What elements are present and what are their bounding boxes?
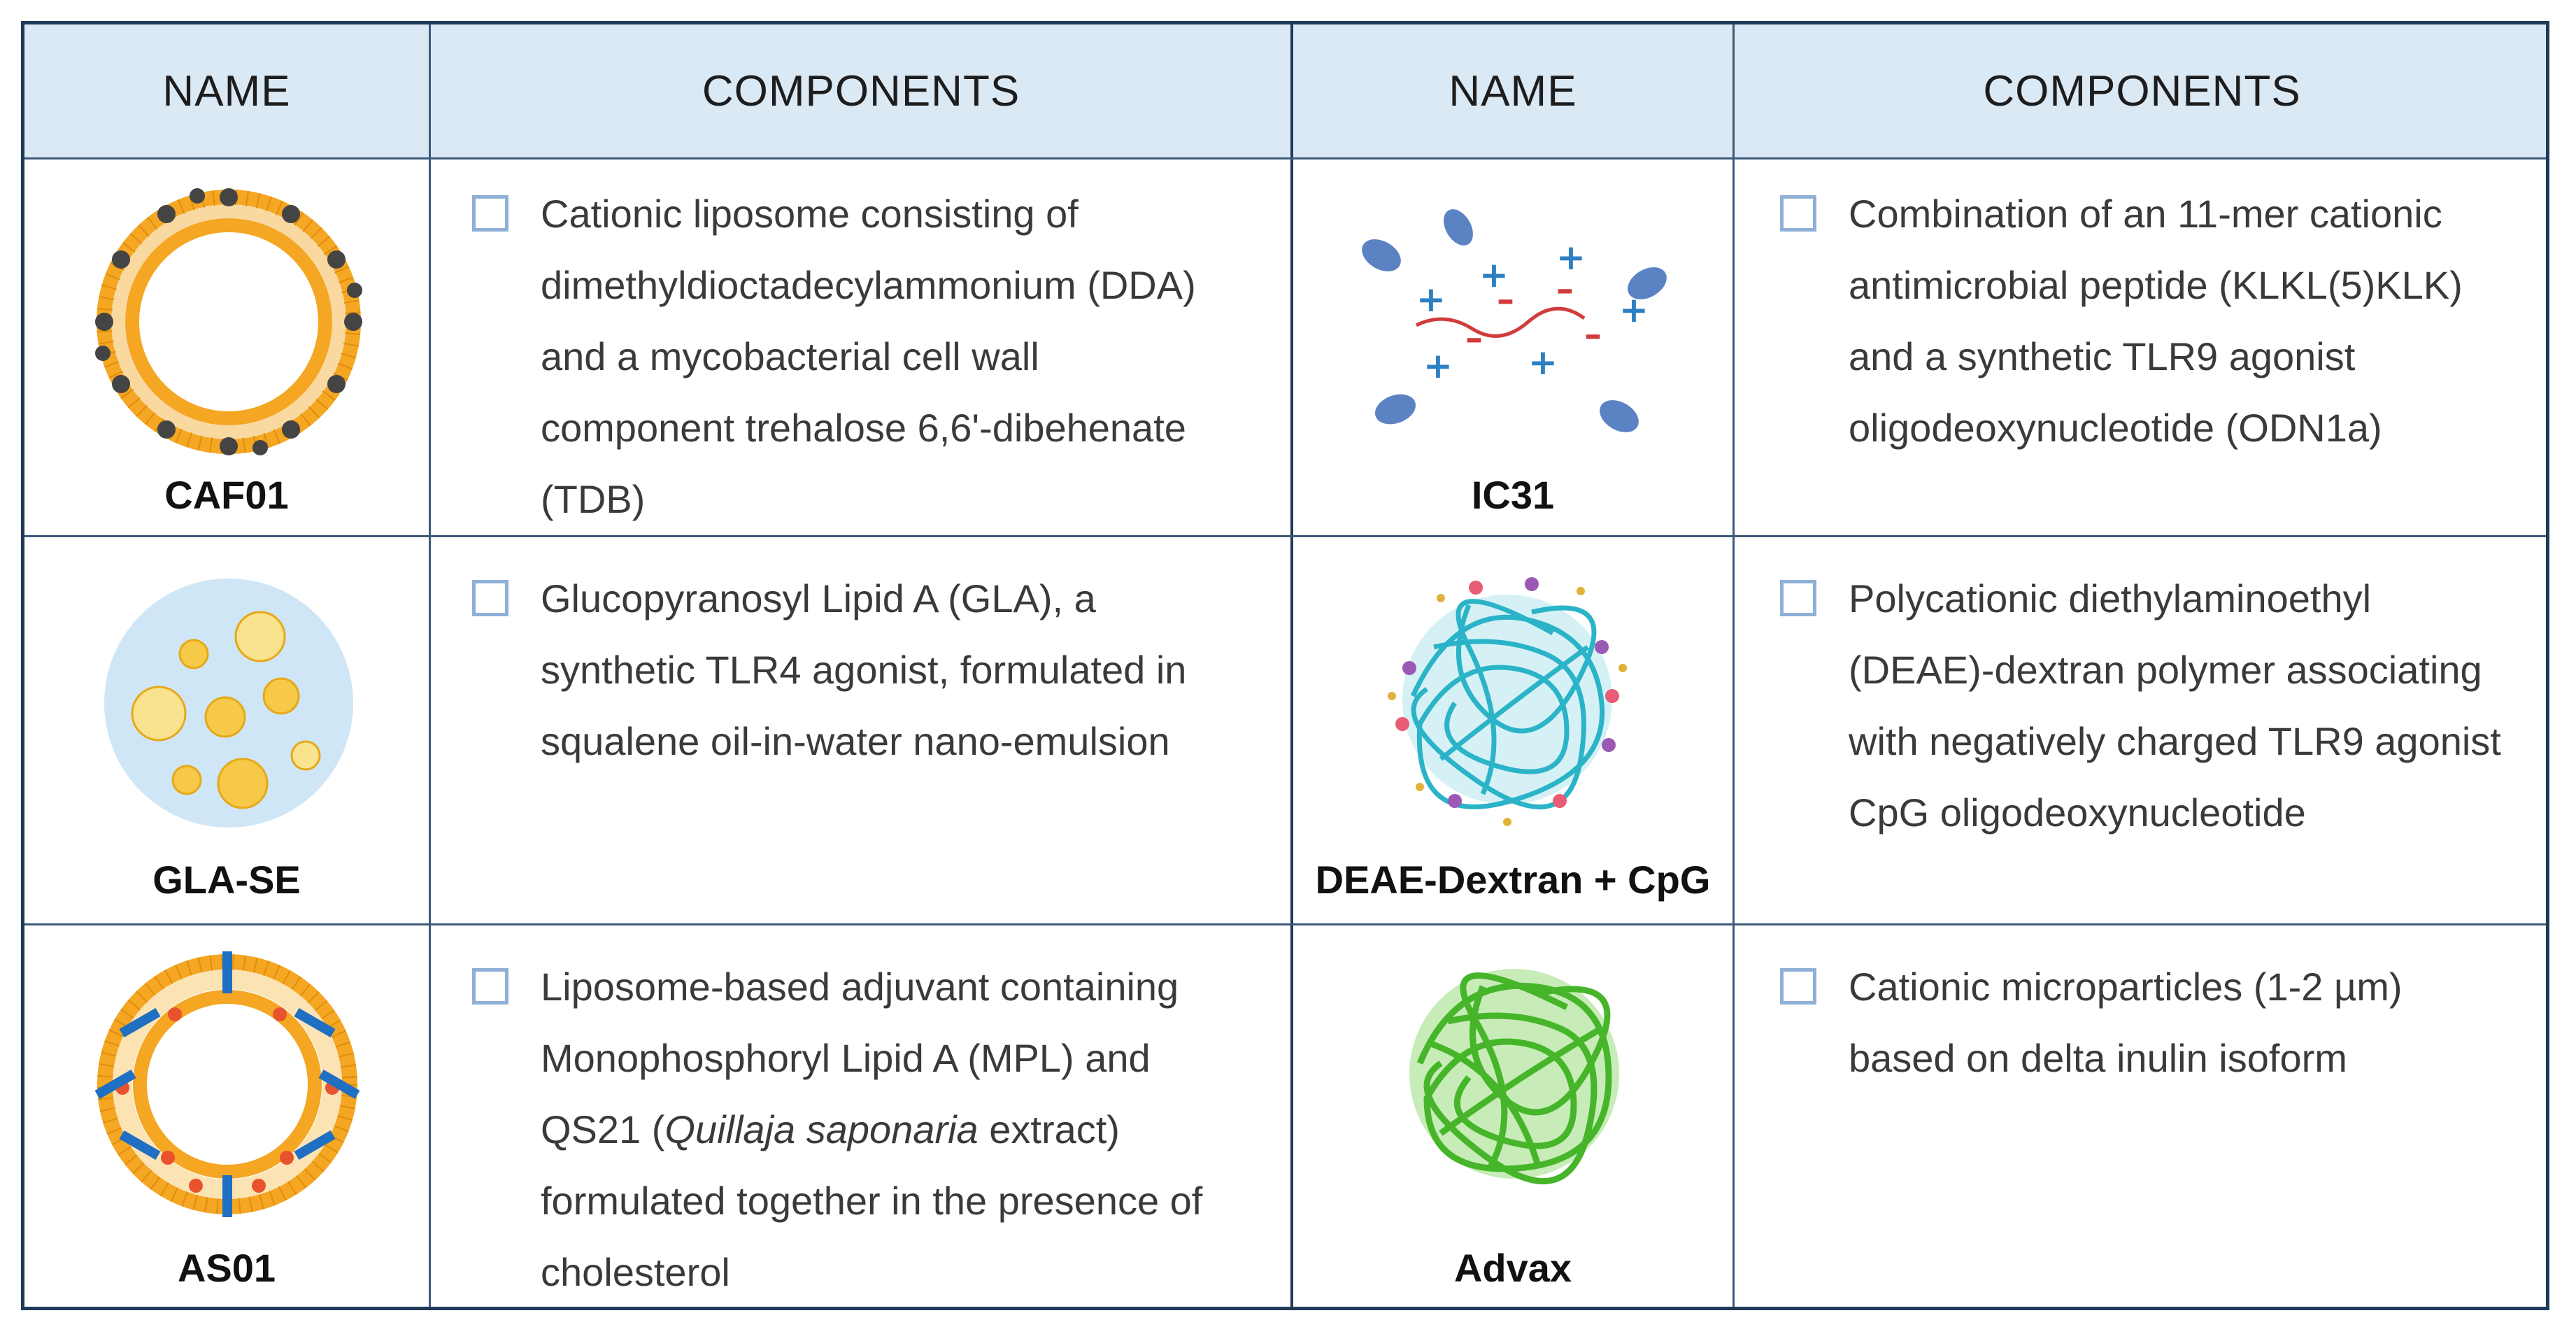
header-components-right: COMPONENTS (1983, 66, 2301, 115)
row-divider (24, 157, 2546, 159)
description-line: formulated together in the presence of (541, 1179, 1203, 1223)
ic31-peptide-icon: +++ +++ –––– (1362, 209, 1667, 432)
adjuvant-name-as01: AS01 (177, 1246, 276, 1290)
description-line: Glucopyranosyl Lipid A (GLA), a (541, 576, 1096, 620)
deae-dextran-icon (1388, 577, 1627, 826)
row-divider (24, 535, 2546, 537)
description-line: (DEAE)-dextran polymer associating (1849, 648, 2482, 692)
checkbox[interactable] (472, 968, 508, 1005)
description-line: cholesterol (541, 1250, 730, 1294)
deae-dextran-description: Polycationic diethylaminoethyl (DEAE)-de… (1780, 563, 2501, 849)
checkbox[interactable] (472, 580, 508, 616)
svg-text:+: + (1556, 237, 1586, 278)
species-name: Quillaja saponaria (664, 1107, 979, 1151)
column-divider (429, 24, 431, 1307)
description-line: Liposome-based adjuvant containing (541, 965, 1179, 1009)
row-divider (24, 923, 2546, 925)
description-line: Cationic microparticles (1-2 µm) (1849, 965, 2403, 1009)
description-line: QS21 (Quillaja saponaria extract) (541, 1094, 1202, 1165)
column-divider (1732, 24, 1735, 1307)
svg-text:–: – (1556, 269, 1574, 309)
caf01-description: Cationic liposome consisting of dimethyl… (472, 178, 1196, 535)
checkbox[interactable] (1780, 195, 1816, 232)
description-line: with negatively charged TLR9 agonist (1849, 719, 2501, 763)
description-line: and a mycobacterial cell wall (541, 334, 1039, 378)
adjuvant-name-gla-se: GLA-SE (152, 858, 301, 902)
svg-text:–: – (1584, 314, 1602, 355)
checkbox[interactable] (1780, 968, 1816, 1005)
adjuvant-name-deae-dextran-cpg: DEAE-Dextran + CpG (1315, 858, 1711, 902)
description-line: Polycationic diethylaminoethyl (1849, 576, 2372, 620)
description-line: Cationic liposome consisting of (541, 192, 1079, 236)
description-line: and a synthetic TLR9 agonist (1849, 334, 2356, 378)
svg-text:+: + (1528, 342, 1558, 383)
header-name-left: NAME (162, 66, 291, 115)
description-fragment: QS21 ( (541, 1107, 665, 1151)
description-line: synthetic TLR4 agonist, formulated in (541, 648, 1187, 692)
svg-text:+: + (1416, 279, 1446, 320)
svg-text:+: + (1619, 290, 1649, 330)
advax-description: Cationic microparticles (1-2 µm) based o… (1780, 951, 2403, 1094)
adjuvant-name-advax: Advax (1453, 1246, 1572, 1290)
description-line: CpG oligodeoxynucleotide (1849, 790, 2306, 835)
gla-se-emulsion-icon (104, 579, 353, 828)
header-name-right: NAME (1449, 66, 1577, 115)
description-line: oligodeoxynucleotide (ODN1a) (1849, 406, 2382, 450)
adjuvant-name-ic31: IC31 (1471, 473, 1555, 517)
checkbox[interactable] (472, 195, 508, 232)
svg-text:–: – (1465, 318, 1483, 358)
svg-text:+: + (1479, 255, 1509, 295)
center-divider (1290, 24, 1293, 1307)
description-line: Combination of an 11-mer cationic (1849, 192, 2442, 236)
gla-se-description: Glucopyranosyl Lipid A (GLA), a syntheti… (472, 563, 1186, 777)
header-components-left: COMPONENTS (702, 66, 1020, 115)
caf01-liposome-icon (95, 188, 362, 455)
svg-text:–: – (1497, 279, 1514, 320)
advax-particle-icon (1409, 969, 1619, 1185)
description-line: squalene oil-in-water nano-emulsion (541, 719, 1170, 763)
description-line: Monophosphoryl Lipid A (MPL) and (541, 1036, 1151, 1080)
adjuvant-table: NAME COMPONENTS NAME COMPONENTS CAF01 Ca… (21, 21, 2549, 1310)
adjuvant-name-caf01: CAF01 (164, 473, 289, 517)
description-line: component trehalose 6,6'-dibehenate (541, 406, 1186, 450)
description-line: based on delta inulin isoform (1849, 1036, 2347, 1080)
description-line: (TDB) (541, 477, 646, 521)
checkbox[interactable] (1780, 580, 1816, 616)
description-fragment: extract) (978, 1107, 1120, 1151)
description-line: antimicrobial peptide (KLKL(5)KLK) (1849, 263, 2463, 307)
table-header-row (24, 24, 2546, 157)
description-line: dimethyldioctadecylammonium (DDA) (541, 263, 1196, 307)
svg-text:+: + (1423, 346, 1453, 386)
as01-description: Liposome-based adjuvant containing Monop… (472, 951, 1202, 1308)
as01-liposome-icon (94, 951, 360, 1217)
ic31-description: Combination of an 11-mer cationic antimi… (1780, 178, 2463, 464)
